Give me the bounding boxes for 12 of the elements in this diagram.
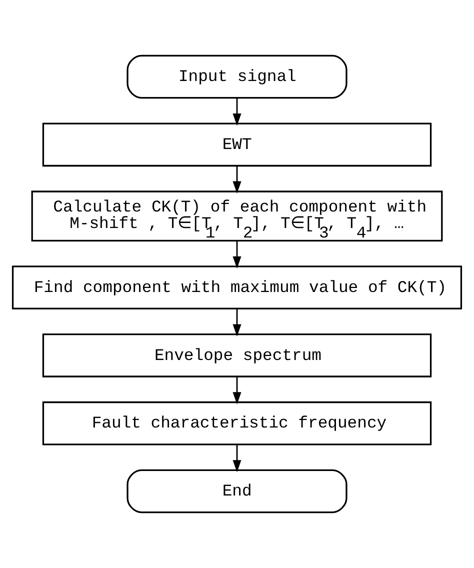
arrow — [232, 308, 242, 336]
arrow — [232, 166, 242, 194]
arrow — [232, 376, 242, 404]
node-box: Fault characteristic frequency — [42, 401, 432, 446]
node-box: Envelope spectrum — [42, 334, 432, 378]
arrow — [232, 444, 242, 472]
node-box: Input signal — [126, 54, 348, 99]
arrow — [232, 241, 242, 269]
arrow — [232, 98, 242, 126]
node-box: End — [126, 469, 348, 514]
node-box: Find component with maximum value of CK(T) — [12, 266, 462, 310]
node-box: EWT — [42, 122, 432, 167]
